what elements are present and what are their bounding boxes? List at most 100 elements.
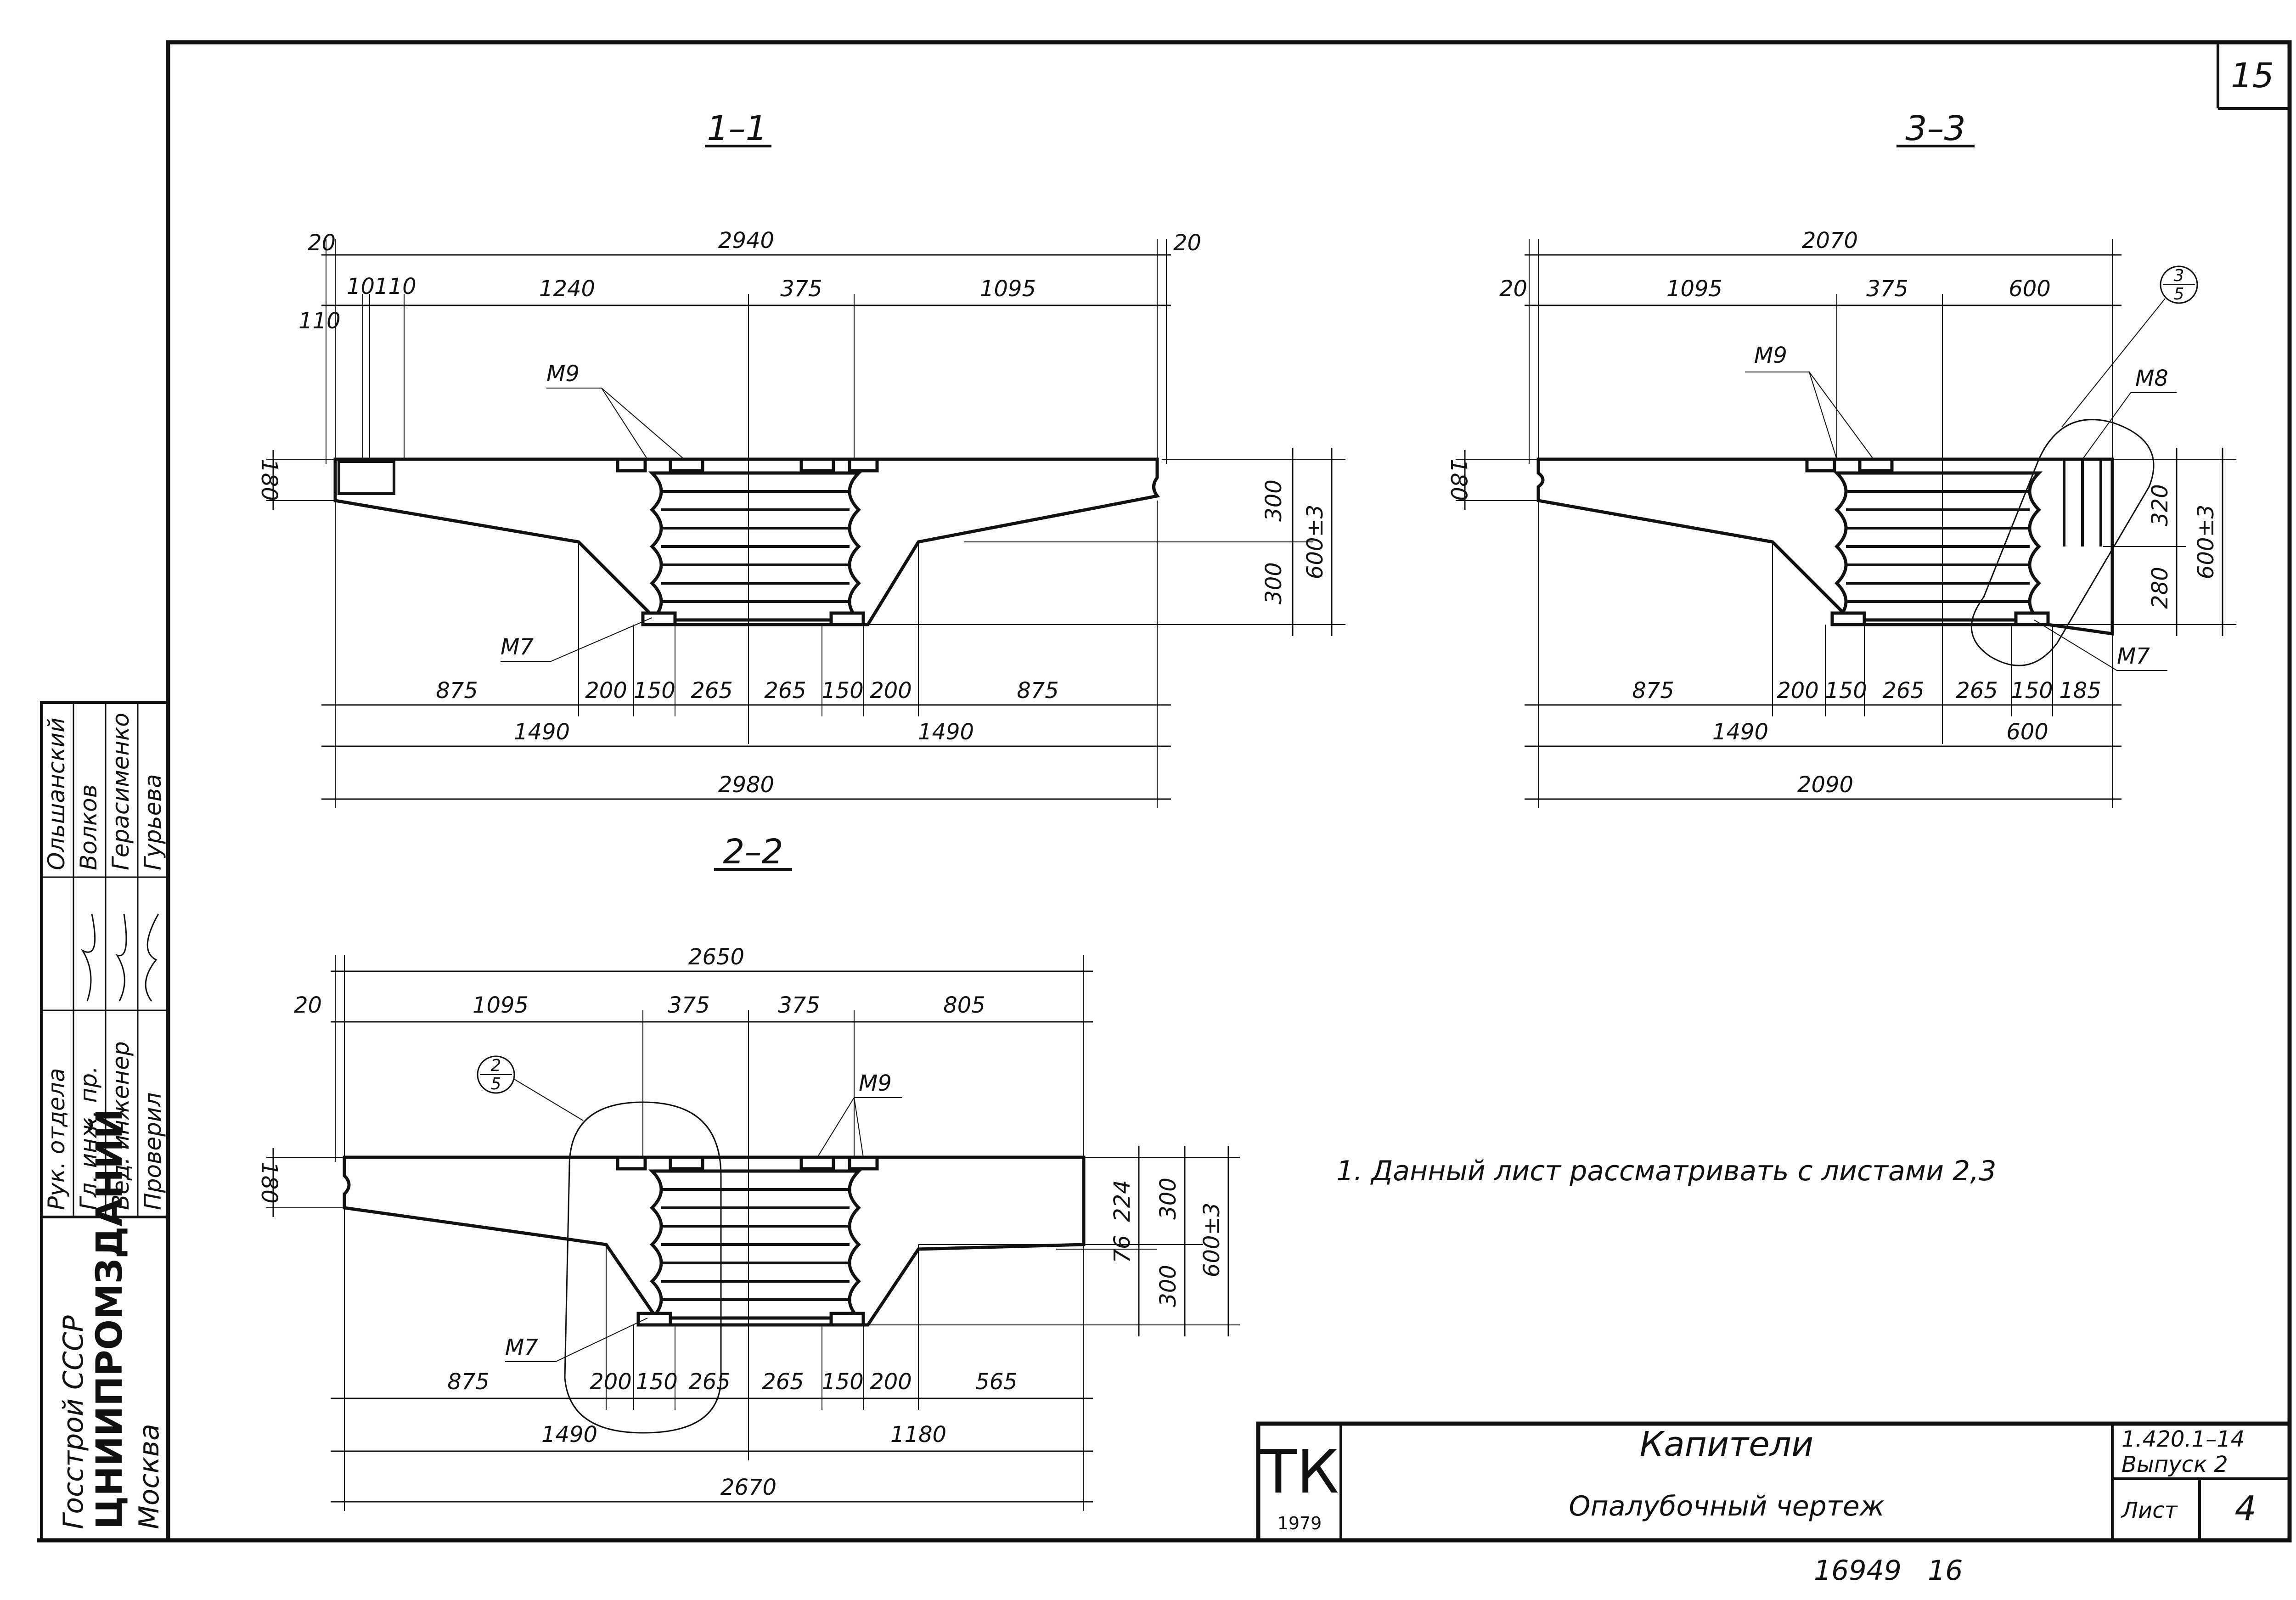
sec1-top-3: 1095: [980, 276, 1036, 302]
title-block: ТК 1979 Капители Опалубочный чертеж 1.42…: [1256, 1421, 2292, 1543]
sec2-height-3: 300: [1155, 1177, 1181, 1220]
sec2-overall-bottom: 2670: [720, 1475, 777, 1500]
signature-2: [115, 913, 127, 1002]
sec2-bottom-7: 200: [870, 1369, 912, 1395]
section-2-2: 2–2 2 5 2650 20 1095 375: [256, 832, 1240, 1511]
sec2-top-2: 375: [668, 992, 710, 1018]
sec1-bottom-7: 200: [870, 678, 912, 704]
sec3-mark-m7: М7: [2117, 643, 2150, 669]
sec1-bottom-2: 200: [585, 678, 627, 704]
title-series: 1.420.1–14: [2122, 1426, 2245, 1452]
end-insert: [338, 460, 395, 495]
sec1-height-1: 300: [1261, 479, 1287, 522]
sec3-bottom-2: 200: [1777, 678, 1819, 704]
stamp-org-line3: Москва: [133, 1424, 165, 1529]
sec2-height-total: 600±3: [1199, 1203, 1225, 1277]
sheet-number: 15: [2231, 56, 2274, 96]
sec1-mark-m9: М9: [546, 361, 580, 387]
callout-3-5: [2160, 265, 2198, 304]
sec2-bottom-1: 875: [447, 1369, 490, 1395]
sec3-top-2: 375: [1866, 276, 1908, 302]
sec2-overall-top: 2650: [688, 944, 744, 970]
sec3-height-total: 600±3: [2193, 505, 2219, 579]
sec3-mark-m9: М9: [1754, 343, 1787, 368]
sec1-small-110b: 110: [298, 308, 341, 334]
stamp-name-2: Волков: [75, 784, 102, 870]
sec3-bottom-4: 265: [1882, 678, 1925, 704]
sheet-frame: 15: [37, 40, 2292, 1543]
sec2-end-left: 20: [294, 992, 322, 1018]
section-3-title: 3–3: [1905, 109, 1965, 148]
sec1-bottom-8: 875: [1017, 678, 1059, 704]
callout-2-bottom: 5: [491, 1075, 501, 1093]
signature-3: [145, 913, 159, 1002]
sec2-bottom-4: 265: [688, 1369, 731, 1395]
sec2-top-1: 1095: [473, 992, 529, 1018]
title-sheet-label: Лист: [2121, 1498, 2178, 1523]
sec2-flange: 180: [256, 1161, 282, 1204]
callout-3-top: 3: [2174, 266, 2184, 285]
sec2-half-2: 1180: [890, 1422, 946, 1448]
stamp-name-4: Гурьева: [140, 774, 166, 870]
sec3-mark-m8: М8: [2135, 366, 2168, 391]
stamp-role-1: Рук. отдела: [43, 1068, 70, 1210]
sec2-bottom-3: 150: [636, 1369, 678, 1395]
sec3-bottom-5: 265: [1956, 678, 1998, 704]
sec3-bottom-7: 185: [2059, 678, 2101, 704]
section-1-title: 1–1: [707, 109, 767, 148]
title-year: 1979: [1277, 1513, 1322, 1533]
sec2-height-2: 76: [1109, 1235, 1135, 1263]
signature-1: [81, 913, 96, 1002]
sec1-bottom-5: 265: [764, 678, 806, 704]
stamp-role-2: Гл. инж. пр.: [75, 1066, 102, 1210]
sec3-half-2: 600: [2006, 719, 2048, 745]
sec3-bottom-1: 875: [1632, 678, 1674, 704]
sec2-half-1: 1490: [541, 1422, 597, 1448]
sec1-end-left: 20: [308, 230, 336, 256]
section-1-1: 1–1 2940 20 20 10: [256, 109, 1345, 808]
title-issue: Выпуск 2: [2122, 1452, 2228, 1477]
stamp-name-1: Ольшанский: [43, 717, 70, 870]
sec1-small-10: 10: [347, 274, 375, 299]
sec1-bottom-6: 150: [822, 678, 864, 704]
sec1-bottom-1: 875: [436, 678, 478, 704]
sec1-small-110a: 110: [374, 274, 416, 299]
sec1-top-2: 375: [780, 276, 822, 302]
sec2-height-4: 300: [1155, 1265, 1181, 1307]
sec2-bottom-6: 150: [822, 1369, 864, 1395]
sec3-overall-bottom: 2090: [1797, 772, 1853, 798]
stamp-role-3: Вед. инженер: [107, 1041, 134, 1210]
sec2-bottom-2: 200: [590, 1369, 632, 1395]
title-name: Капители: [1640, 1425, 1813, 1464]
sec1-overall-bottom: 2980: [718, 772, 774, 798]
sec1-end-right: 20: [1173, 230, 1201, 256]
callout-2-top: 2: [491, 1056, 501, 1075]
section-3-3: 3–3 3 5 2070 20 1095: [1446, 109, 2236, 808]
side-stamp: Рук. отдела Гл. инж. пр. Вед. инженер Пр…: [40, 701, 169, 1542]
stamp-org-line1: Госстрой СССР: [57, 1315, 90, 1529]
sec1-mark-m7: М7: [501, 634, 534, 660]
sec3-bottom-6: 150: [2011, 678, 2053, 704]
stamp-name-3: Герасименко: [107, 713, 134, 870]
sec3-flange: 180: [1446, 459, 1471, 501]
sec1-height-total: 600±3: [1302, 505, 1328, 579]
archive-number: 16949 16: [1814, 1555, 1963, 1587]
sec1-half-2: 1490: [918, 719, 974, 745]
sec3-end-left: 20: [1499, 276, 1527, 302]
sec3-top-1: 1095: [1666, 276, 1722, 302]
sec3-bottom-3: 150: [1825, 678, 1867, 704]
sec3-height-2: 280: [2147, 567, 2173, 609]
sec2-mark-m7: М7: [505, 1335, 538, 1360]
callout-loop-2: [564, 1101, 722, 1434]
sec2-mark-m9: М9: [859, 1070, 892, 1096]
sec3-top-3: 600: [2009, 276, 2051, 302]
sec1-height-2: 300: [1261, 562, 1287, 604]
sec2-height-1: 224: [1109, 1180, 1135, 1222]
title-sheet-value: 4: [2234, 1489, 2256, 1528]
sec1-top-1: 1240: [539, 276, 595, 302]
sec3-half-1: 1490: [1712, 719, 1768, 745]
sec3-height-1: 320: [2147, 484, 2173, 526]
stamp-role-4: Проверил: [140, 1093, 166, 1210]
sec3-overall-top: 2070: [1802, 228, 1858, 254]
section-2-title: 2–2: [723, 832, 783, 872]
